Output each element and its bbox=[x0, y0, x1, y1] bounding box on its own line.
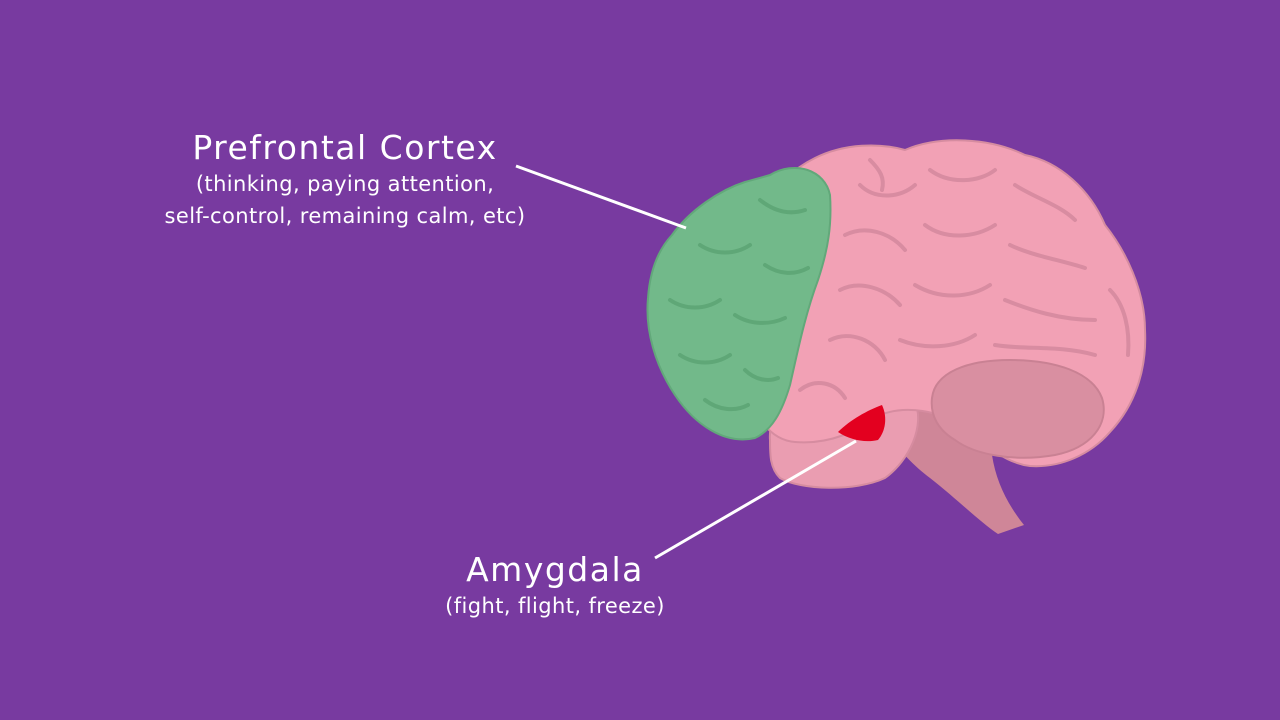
cortex-folds bbox=[798, 158, 1131, 400]
prefrontal-leader-line bbox=[515, 164, 687, 230]
amygdala-leader-line bbox=[654, 439, 857, 560]
cerebellum bbox=[930, 358, 1105, 459]
prefrontal-cortex-description-line1: (thinking, paying attention, bbox=[195, 172, 495, 196]
amygdala-description: (fight, flight, freeze) bbox=[445, 594, 665, 618]
prefrontal-cortex-region bbox=[646, 166, 832, 441]
amygdala-label: Amygdala (fight, flight, freeze) bbox=[395, 550, 715, 622]
prefrontal-cortex-description-line2: self-control, remaining calm, etc) bbox=[164, 204, 526, 228]
prefrontal-cortex-title: Prefrontal Cortex bbox=[192, 128, 498, 167]
amygdala-region bbox=[838, 405, 886, 442]
amygdala-title: Amygdala bbox=[466, 550, 644, 589]
prefrontal-folds bbox=[668, 198, 810, 412]
prefrontal-cortex-label: Prefrontal Cortex (thinking, paying atte… bbox=[100, 128, 590, 232]
